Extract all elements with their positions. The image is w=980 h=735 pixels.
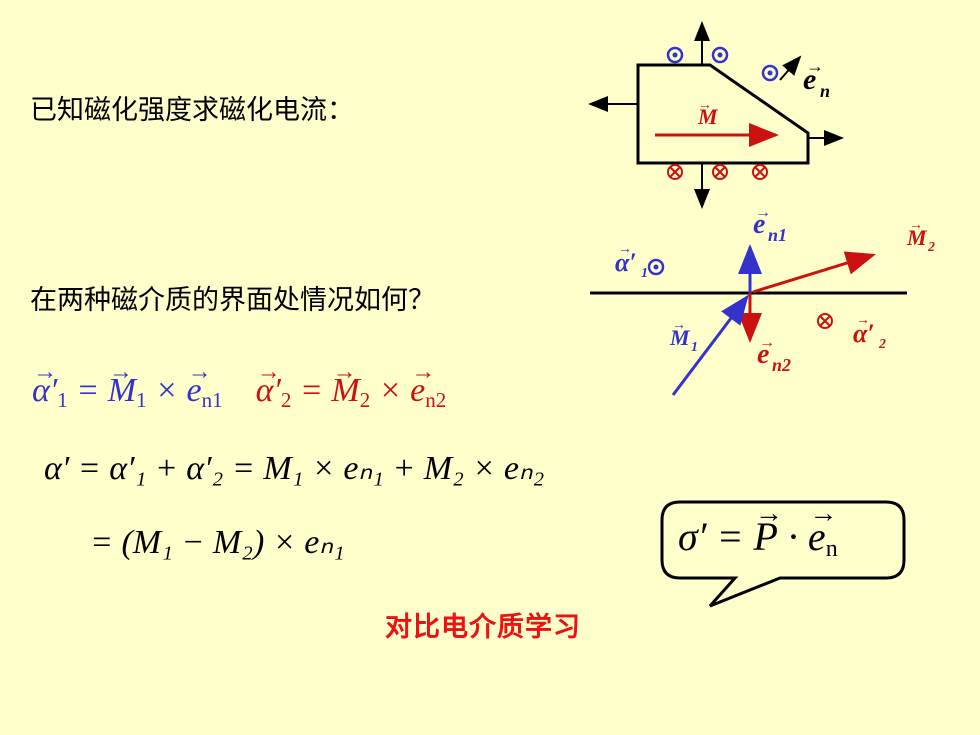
heading-magnetization-current: 已知磁化强度求磁化电流： bbox=[30, 95, 354, 126]
M1-sub: 1 bbox=[691, 340, 698, 355]
compare-dielectric-label: 对比电介质学习 bbox=[385, 612, 581, 643]
current-out-symbols bbox=[666, 46, 779, 82]
alpha2-vec-mark: → bbox=[856, 313, 870, 328]
equation-result: = (M₁ − M₂) × eₙ₁ bbox=[90, 524, 345, 561]
alpha2-label: α′ bbox=[853, 319, 875, 348]
normal-arrow-slant bbox=[779, 55, 802, 81]
en1-vec-mark: → bbox=[755, 205, 771, 221]
alpha1-sub: 1 bbox=[641, 266, 648, 281]
M1-label: M bbox=[669, 325, 691, 350]
equation-sum: α′ = α′₁ + α′₂ = M₁ × eₙ₁ + M₂ × eₙ₂ bbox=[44, 450, 545, 487]
en2-sub: n2 bbox=[772, 355, 791, 375]
alpha1-label: α′ bbox=[615, 248, 637, 277]
magnetization-vec-mark: → bbox=[698, 98, 712, 113]
alpha2-sub: 2 bbox=[878, 337, 886, 352]
alpha2-in-symbol bbox=[817, 313, 833, 329]
M2-label: M bbox=[906, 225, 928, 250]
eq2-alpha2: α′2 = M2 × en2 bbox=[256, 359, 447, 412]
alpha1-vec-mark: → bbox=[618, 242, 632, 257]
eq1-alpha1: α′1 = M1 × en1 bbox=[32, 359, 223, 412]
current-out-dots bbox=[672, 52, 773, 76]
en2-label: e bbox=[757, 339, 769, 370]
en2-vec-mark: → bbox=[759, 334, 775, 351]
alpha1-out-dot bbox=[653, 264, 659, 270]
M2-vec-mark: → bbox=[909, 218, 923, 233]
en-vec-mark: → bbox=[806, 56, 824, 76]
current-in-symbols bbox=[667, 164, 768, 180]
M1-vec-mark: → bbox=[672, 318, 686, 333]
M2-arrow bbox=[752, 251, 876, 294]
M2-sub: 2 bbox=[927, 240, 935, 255]
en-label: e bbox=[803, 63, 816, 96]
heading-interface-question: 在两种磁介质的界面处情况如何？ bbox=[30, 285, 435, 316]
interface-diagram: e → n1 e → n2 M → 1 M → 2 α′ → 1 α′ → 2 bbox=[590, 205, 935, 396]
alpha1-out-symbol bbox=[647, 258, 665, 276]
en-sub: n bbox=[820, 81, 830, 101]
equation-alpha1-alpha2: α′1 = M1 × en1 α′2 = M2 × en2 bbox=[32, 359, 447, 413]
M1-arrow bbox=[671, 294, 749, 396]
block-outline bbox=[636, 63, 810, 165]
callout-equation: σ′ = P · en bbox=[678, 498, 838, 563]
callout-bubble bbox=[660, 500, 906, 608]
en1-label: e bbox=[753, 209, 765, 240]
magnetization-label: M bbox=[697, 104, 719, 129]
magnetized-block-diagram: M → e → n bbox=[588, 21, 844, 209]
en1-sub: n1 bbox=[768, 225, 787, 245]
